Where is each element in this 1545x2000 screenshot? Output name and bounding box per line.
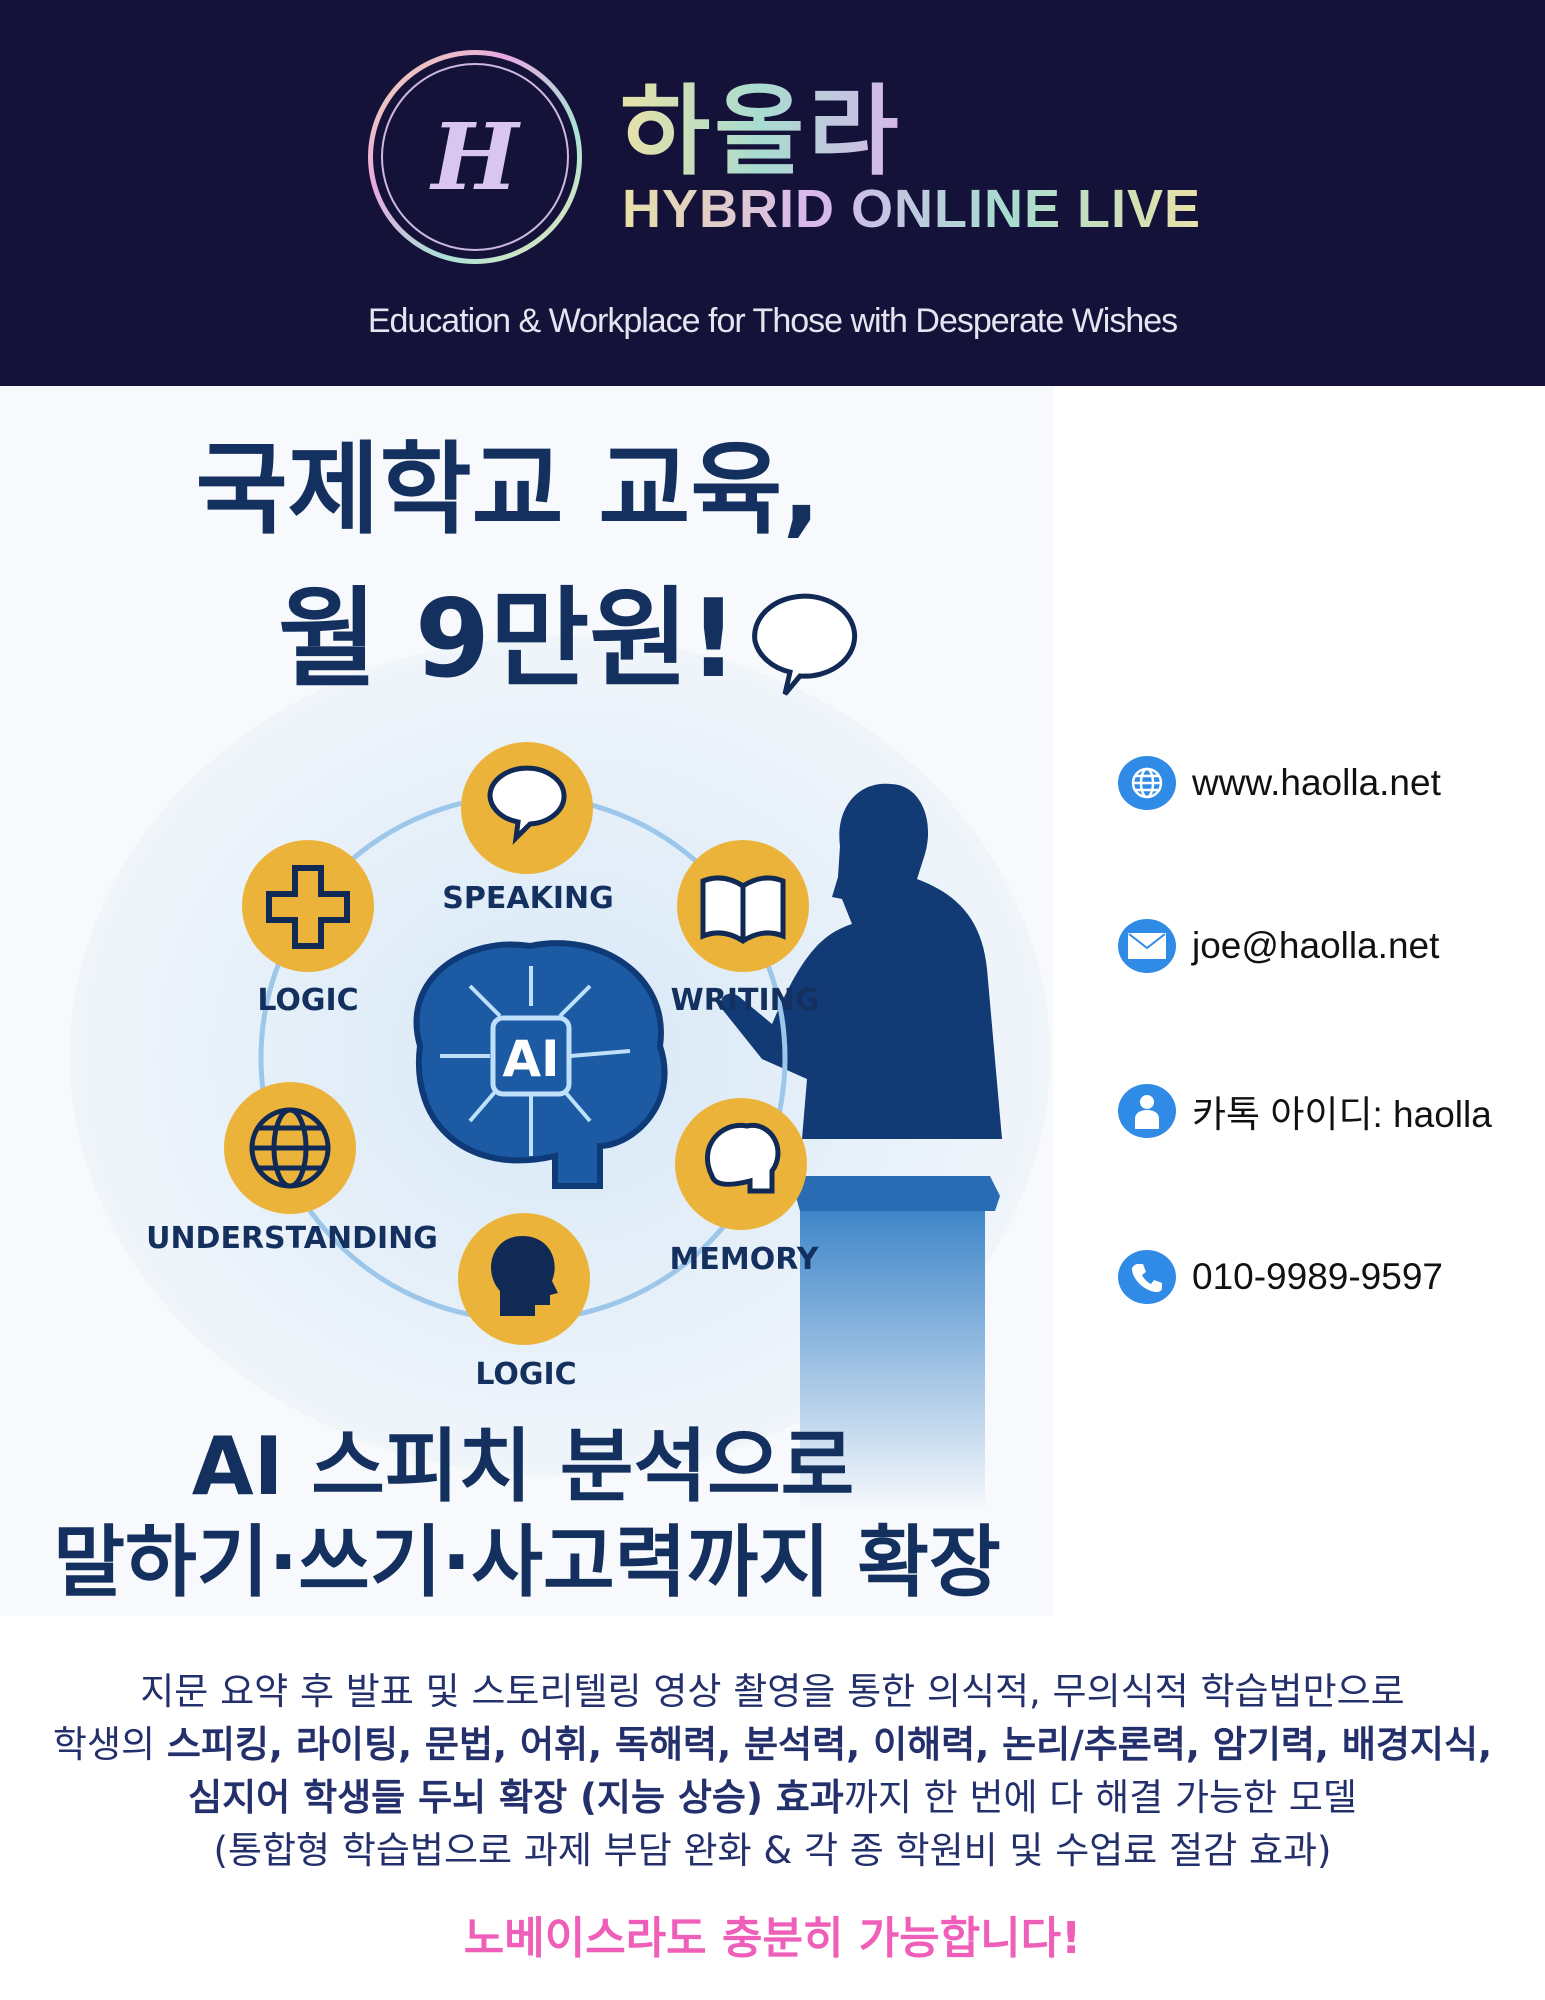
mail-icon xyxy=(1118,919,1176,973)
ai-label: AI xyxy=(502,1030,559,1088)
plus-icon xyxy=(266,865,350,949)
desc-line3-plain: 까지 한 번에 다 해결 가능한 모델 xyxy=(843,1776,1357,1819)
skill-label: UNDERSTANDING xyxy=(146,1221,438,1256)
headline-line2: 월 9만원! xyxy=(278,577,738,702)
desc-line3: 심지어 학생들 두뇌 확장 (지능 상승) 효과까지 한 번에 다 해결 가능한… xyxy=(0,1771,1545,1824)
phone-number[interactable]: 010-9989-9597 xyxy=(1192,1256,1443,1297)
desc-line2-plain: 학생의 xyxy=(52,1723,167,1766)
head-icon xyxy=(491,1236,558,1316)
brain-icon xyxy=(704,1122,781,1194)
skill-label: MEMORY xyxy=(670,1242,820,1277)
skill-logic-bottom: LOGIC xyxy=(458,1213,590,1392)
phone-icon xyxy=(1118,1250,1176,1304)
poster-illustration: 국제학교 교육, 월 9만원! AI SPEAKING LOGIC xyxy=(0,386,1053,1616)
website-link[interactable]: www.haolla.net xyxy=(1192,762,1441,803)
globe-icon xyxy=(1118,756,1176,810)
cta-text: 노베이스라도 충분히 가능합니다! xyxy=(463,1913,1082,1964)
tagline-text: Education & Workplace for Those with Des… xyxy=(367,302,1178,340)
logo: H xyxy=(368,50,582,264)
headline-line1: 국제학교 교육, xyxy=(196,431,821,548)
subline2: 말하기·쓰기·사고력까지 확장 xyxy=(53,1518,1001,1608)
contact-email[interactable]: joe@haolla.net xyxy=(1118,919,1439,973)
contact-kakao[interactable]: 카톡 아이디: haolla xyxy=(1118,1084,1492,1138)
subline1: AI 스피치 분석으로 xyxy=(192,1420,855,1513)
brand-english: HYBRID ONLINE LIVE xyxy=(622,179,1202,239)
skill-label: LOGIC xyxy=(257,983,358,1018)
skill-label: LOGIC xyxy=(475,1357,576,1392)
desc-line2: 학생의 스피킹, 라이팅, 문법, 어휘, 독해력, 분석력, 이해력, 논리/… xyxy=(0,1718,1545,1771)
skill-speaking: SPEAKING xyxy=(442,742,614,916)
logo-monogram: H xyxy=(431,103,519,211)
book-icon xyxy=(700,875,786,944)
skill-label: SPEAKING xyxy=(442,881,613,916)
desc-line3-bold: 심지어 학생들 두뇌 확장 (지능 상승) 효과 xyxy=(188,1776,844,1819)
speaker-silhouette xyxy=(721,593,1002,1511)
skill-logic-top: LOGIC xyxy=(242,840,374,1018)
skill-label: WRITING xyxy=(671,983,820,1018)
speech-bubble-icon xyxy=(487,765,567,845)
description: 지문 요약 후 발표 및 스토리텔링 영상 촬영을 통한 의식적, 무의식적 학… xyxy=(0,1665,1545,1877)
brand-korean: 하올라 xyxy=(620,52,902,194)
skill-memory: MEMORY xyxy=(670,1098,820,1277)
desc-line4: (통합형 학습법으로 과제 부담 완화 & 각 종 학원비 및 수업료 절감 효… xyxy=(213,1829,1332,1872)
contact-website[interactable]: www.haolla.net xyxy=(1118,756,1441,810)
skill-understanding: UNDERSTANDING xyxy=(146,1082,438,1256)
desc-line2-bold: 스피킹, 라이팅, 문법, 어휘, 독해력, 분석력, 이해력, 논리/추론력,… xyxy=(166,1723,1493,1766)
person-icon xyxy=(1118,1084,1176,1138)
tagline: Education & Workplace for Those with Des… xyxy=(0,302,1545,341)
kakao-id: 카톡 아이디: haolla xyxy=(1192,1094,1492,1135)
contact-phone[interactable]: 010-9989-9597 xyxy=(1118,1250,1443,1304)
skill-writing: WRITING xyxy=(671,840,820,1018)
email-link[interactable]: joe@haolla.net xyxy=(1192,925,1440,966)
desc-line1: 지문 요약 후 발표 및 스토리텔링 영상 촬영을 통한 의식적, 무의식적 학… xyxy=(140,1670,1405,1713)
header-banner: H 하올라 HYBRID ONLINE LIVE Education & Wor… xyxy=(0,0,1545,386)
brain-ai: AI xyxy=(413,940,668,1189)
globe-icon xyxy=(249,1107,331,1189)
